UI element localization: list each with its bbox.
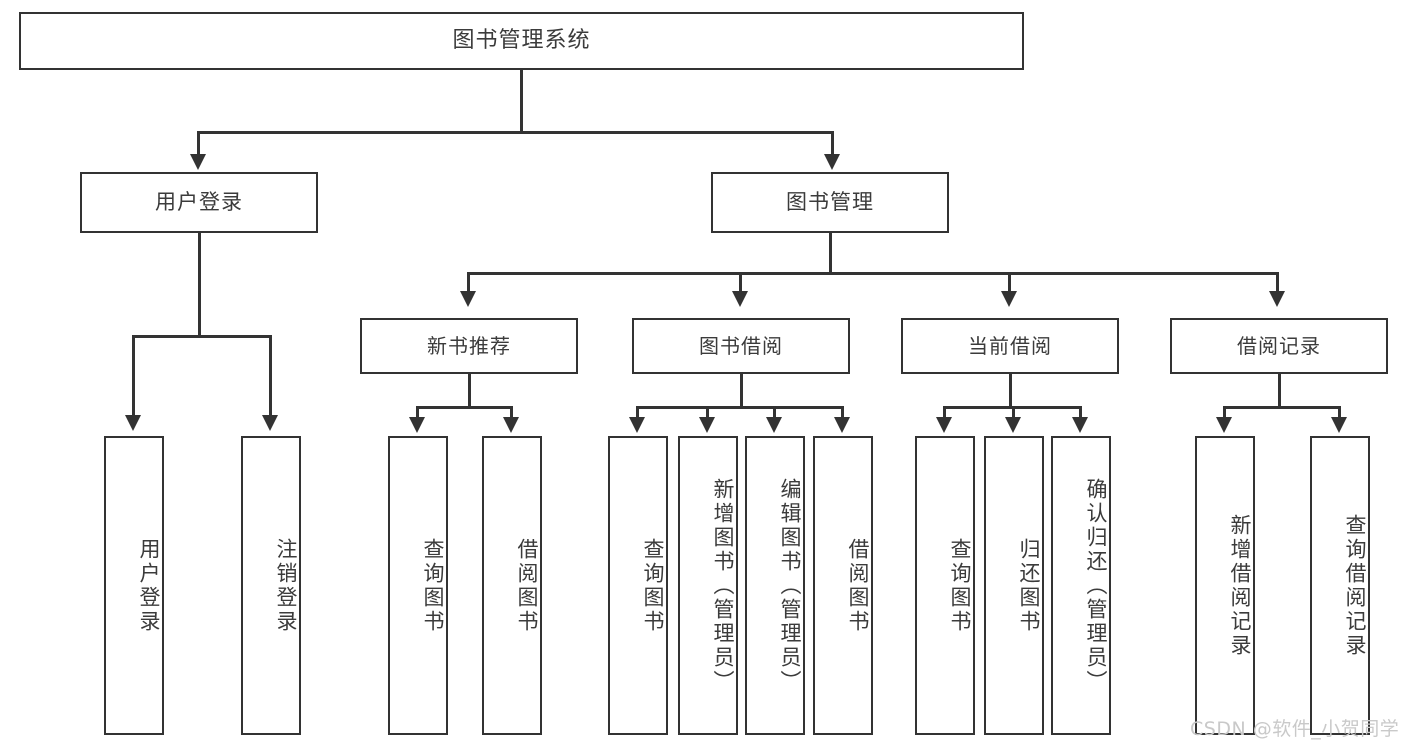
edge-book-borrow-stem	[740, 374, 743, 408]
arrow-user-login-child-2	[262, 415, 278, 431]
node-label: 编辑图书（管理员）	[778, 477, 802, 694]
node-label: 注销登录	[274, 537, 298, 634]
node-user-login[interactable]: 用户登录	[80, 172, 318, 233]
node-label: 归还图书	[1017, 537, 1041, 634]
edge-current-borrow-stem	[1009, 374, 1012, 408]
arrow-book-borrow-child-4	[834, 417, 850, 433]
arrow-book-mgmt-child-3	[1001, 291, 1017, 307]
edge-root-to-book-mgmt	[831, 131, 834, 156]
node-label: 确认归还（管理员）	[1084, 477, 1108, 694]
node-label: 新增图书（管理员）	[711, 477, 735, 694]
node-label: 用户登录	[155, 190, 243, 215]
arrow-new-book-child-2	[503, 417, 519, 433]
node-current-borrow[interactable]: 当前借阅	[901, 318, 1119, 374]
node-borrow-record[interactable]: 借阅记录	[1170, 318, 1388, 374]
edge-book-mgmt-child-1	[467, 272, 470, 294]
edge-borrow-record-child-1	[1223, 406, 1226, 420]
arrow-current-borrow-child-2	[1005, 417, 1021, 433]
edge-book-mgmt-stem	[829, 233, 832, 274]
node-label: 查询图书	[421, 537, 445, 634]
edge-book-borrow-child-4	[841, 406, 844, 420]
node-new-book-recommend[interactable]: 新书推荐	[360, 318, 578, 374]
arrow-borrow-record-child-2	[1331, 417, 1347, 433]
edge-book-mgmt-child-2	[739, 272, 742, 294]
arrow-current-borrow-child-1	[936, 417, 952, 433]
edge-user-login-stem	[198, 233, 201, 337]
node-leaf-confirm-return-admin[interactable]: 确认归还（管理员）	[1051, 436, 1111, 735]
edge-current-borrow-child-3	[1079, 406, 1082, 420]
node-label: 用户登录	[137, 537, 161, 634]
arrow-book-borrow-child-3	[766, 417, 782, 433]
edge-new-book-bus	[416, 406, 512, 409]
node-leaf-query-borrow-record[interactable]: 查询借阅记录	[1310, 436, 1370, 735]
edge-current-borrow-child-2	[1012, 406, 1015, 420]
node-label: 借阅记录	[1237, 333, 1321, 358]
arrow-current-borrow-child-3	[1072, 417, 1088, 433]
arrow-book-mgmt-child-2	[732, 291, 748, 307]
arrow-root-to-book-mgmt	[824, 154, 840, 170]
edge-book-borrow-child-1	[636, 406, 639, 420]
node-label: 图书借阅	[699, 333, 783, 358]
arrow-book-mgmt-child-4	[1269, 291, 1285, 307]
edge-new-book-child-2	[510, 406, 513, 420]
arrow-book-borrow-child-2	[699, 417, 715, 433]
edge-new-book-stem	[468, 374, 471, 408]
arrow-new-book-child-1	[409, 417, 425, 433]
edge-user-login-child-2	[269, 335, 272, 418]
node-root-system[interactable]: 图书管理系统	[19, 12, 1024, 70]
edge-book-borrow-child-3	[773, 406, 776, 420]
node-leaf-edit-book-admin[interactable]: 编辑图书（管理员）	[745, 436, 805, 735]
node-label: 新书推荐	[427, 333, 511, 358]
node-leaf-query-book-recommend[interactable]: 查询图书	[388, 436, 448, 735]
node-label: 图书管理系统	[452, 28, 591, 54]
edge-book-mgmt-bus	[467, 272, 1279, 275]
node-leaf-query-book-current[interactable]: 查询图书	[915, 436, 975, 735]
edge-root-to-user-login	[197, 131, 200, 156]
edge-borrow-record-stem	[1278, 374, 1281, 408]
node-label: 当前借阅	[968, 333, 1052, 358]
node-label: 图书管理	[786, 190, 874, 215]
arrow-book-borrow-child-1	[629, 417, 645, 433]
node-label: 新增借阅记录	[1228, 513, 1252, 658]
edge-user-login-bus	[132, 335, 271, 338]
node-leaf-query-book-borrow[interactable]: 查询图书	[608, 436, 668, 735]
node-book-management[interactable]: 图书管理	[711, 172, 949, 233]
edge-book-borrow-bus	[636, 406, 844, 409]
edge-user-login-child-1	[132, 335, 135, 418]
arrow-borrow-record-child-1	[1216, 417, 1232, 433]
node-label: 借阅图书	[515, 537, 539, 634]
node-label: 查询图书	[948, 537, 972, 634]
arrow-book-mgmt-child-1	[460, 291, 476, 307]
edge-root-stem	[520, 70, 523, 133]
edge-new-book-child-1	[416, 406, 419, 420]
edge-book-mgmt-child-4	[1276, 272, 1279, 294]
edge-book-borrow-child-2	[706, 406, 709, 420]
node-label: 查询借阅记录	[1343, 513, 1367, 658]
node-label: 查询图书	[641, 537, 665, 634]
edge-root-bus	[197, 131, 834, 134]
node-leaf-user-logout[interactable]: 注销登录	[241, 436, 301, 735]
node-leaf-add-book-admin[interactable]: 新增图书（管理员）	[678, 436, 738, 735]
node-leaf-user-login-1[interactable]: 用户登录	[104, 436, 164, 735]
node-leaf-borrow-book-recommend[interactable]: 借阅图书	[482, 436, 542, 735]
edge-book-mgmt-child-3	[1008, 272, 1011, 294]
node-label: 借阅图书	[846, 537, 870, 634]
node-leaf-borrow-book[interactable]: 借阅图书	[813, 436, 873, 735]
edge-borrow-record-child-2	[1338, 406, 1341, 420]
node-leaf-add-borrow-record[interactable]: 新增借阅记录	[1195, 436, 1255, 735]
node-book-borrow[interactable]: 图书借阅	[632, 318, 850, 374]
node-leaf-return-book[interactable]: 归还图书	[984, 436, 1044, 735]
edge-current-borrow-child-1	[943, 406, 946, 420]
edge-borrow-record-bus	[1223, 406, 1341, 409]
arrow-user-login-child-1	[125, 415, 141, 431]
arrow-root-to-user-login	[190, 154, 206, 170]
